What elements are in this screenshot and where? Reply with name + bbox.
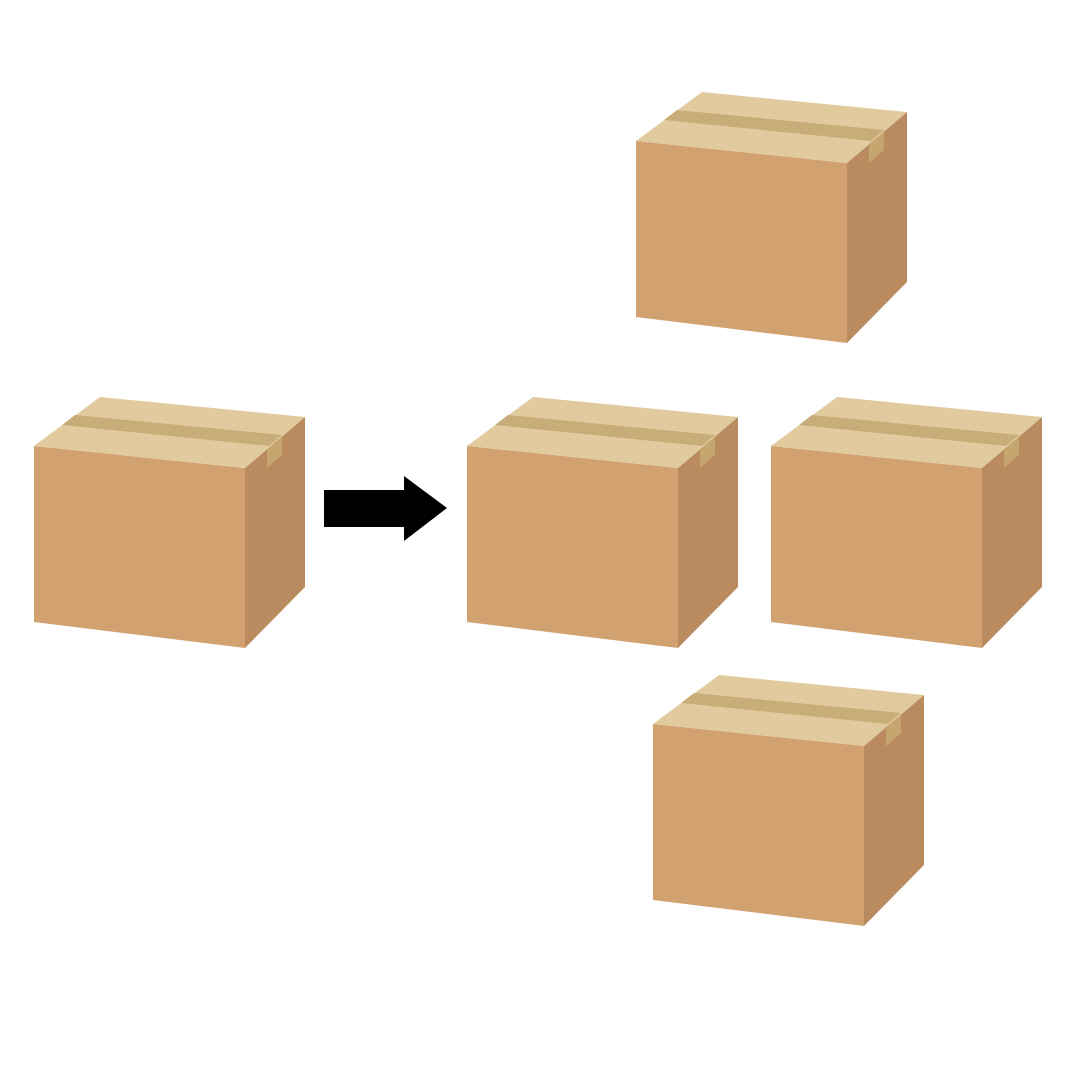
source-box-icon (34, 397, 305, 648)
result-box-top-icon (636, 92, 907, 343)
result-box-bottom-icon (653, 675, 924, 926)
arrow-right-icon (324, 476, 447, 541)
result-box-right-icon (771, 397, 1042, 648)
result-box-left-icon (467, 397, 738, 648)
